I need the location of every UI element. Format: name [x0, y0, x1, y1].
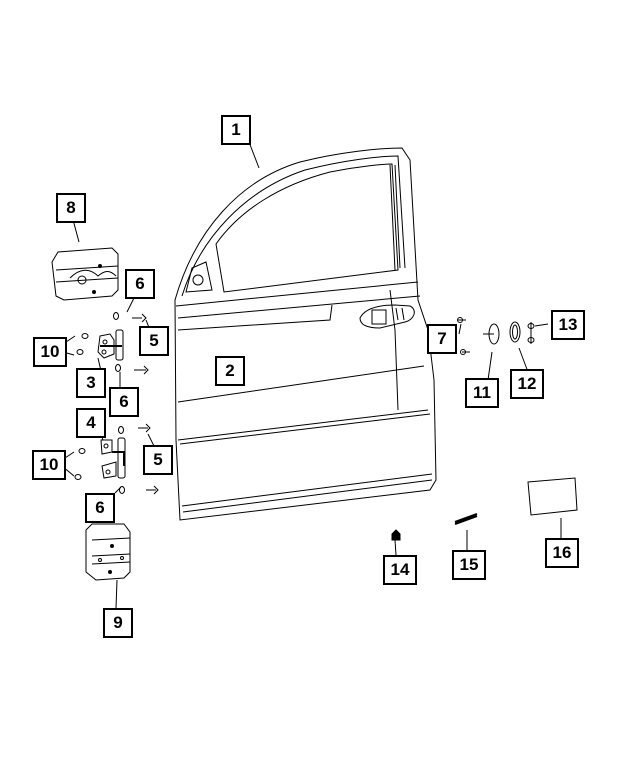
callout-3[interactable]: 3: [76, 368, 106, 398]
callout-2[interactable]: 2: [215, 356, 245, 386]
leader-lines: [61, 141, 562, 609]
callout-6-lower[interactable]: 6: [85, 493, 115, 523]
callout-16[interactable]: 16: [545, 538, 579, 568]
callout-4[interactable]: 4: [76, 408, 106, 438]
callout-12[interactable]: 12: [510, 369, 544, 399]
lower-hinge-cover-drawing: [85, 523, 131, 581]
callout-9[interactable]: 9: [103, 608, 133, 638]
upper-hinge-cover-drawing: [51, 247, 119, 301]
lower-hinge-drawing: [100, 437, 126, 479]
callout-11[interactable]: 11: [465, 378, 499, 408]
callout-6-upper-bottom[interactable]: 6: [109, 387, 139, 417]
callout-5-lower[interactable]: 5: [143, 445, 173, 475]
callout-10-lower[interactable]: 10: [32, 450, 66, 480]
callout-5-upper[interactable]: 5: [139, 326, 169, 356]
callout-14[interactable]: 14: [383, 555, 417, 585]
door-shell-drawing: [174, 147, 437, 521]
callout-13[interactable]: 13: [551, 310, 585, 340]
callout-1[interactable]: 1: [221, 115, 251, 145]
callout-7[interactable]: 7: [427, 324, 457, 354]
callout-6-upper-top[interactable]: 6: [125, 269, 155, 299]
callout-10-upper[interactable]: 10: [33, 337, 67, 367]
upper-hinge-drawing: [97, 329, 124, 361]
fasteners-drawing: [74, 312, 578, 541]
callout-15[interactable]: 15: [452, 550, 486, 580]
callout-8[interactable]: 8: [56, 193, 86, 223]
